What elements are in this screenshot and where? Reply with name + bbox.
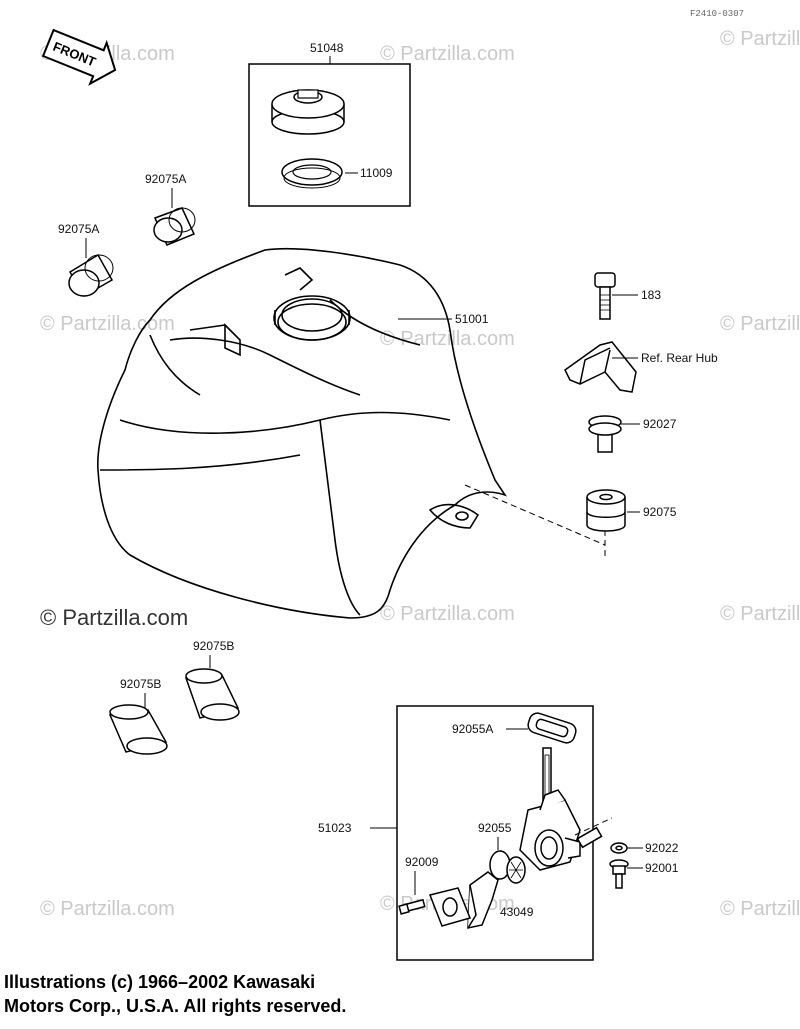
watermark: © Partzilla.com: [40, 898, 175, 920]
front-arrow-icon: FRONT: [41, 28, 117, 86]
part-label-92075a-top: 92075A: [145, 172, 186, 186]
part-label-183: 183: [641, 288, 661, 302]
rubber-tube-icon: [184, 668, 240, 721]
watermark: © Partzilla.com: [40, 313, 175, 335]
copyright-line-1: Illustrations (c) 1966–2002 Kawasaki: [4, 972, 316, 992]
part-label-51048: 51048: [310, 41, 344, 55]
watermark: © Partzilla.com: [720, 28, 800, 50]
watermark: © Partzilla.com: [380, 43, 515, 65]
rubber-damper-icon: [153, 207, 196, 246]
bolt-icon: [594, 272, 616, 320]
filter-icon: [506, 856, 526, 884]
rubber-tube-icon: [108, 704, 168, 755]
part-label-ref-rear-hub: Ref. Rear Hub: [641, 351, 718, 365]
watermarks: © Partzilla.com © Partzilla.com © Partzi…: [40, 28, 800, 920]
fuel-cap-group: 51048 11009: [248, 41, 411, 207]
collar-icon: [588, 415, 622, 453]
fuel-valve-icon: [519, 747, 603, 871]
screw-icon: [398, 898, 426, 915]
washer-icon: [610, 842, 628, 854]
part-label-43049: 43049: [500, 905, 534, 919]
part-label-11009: 11009: [360, 166, 393, 180]
fuel-tank-icon: [97, 247, 507, 619]
mount-hardware-group: 183 Ref. Rear Hub 92027 92075: [564, 272, 718, 532]
watermark-primary: © Partzilla.com: [40, 605, 188, 630]
fuel-cap-icon: [271, 89, 345, 135]
part-label-92009: 92009: [405, 855, 439, 869]
part-label-51023: 51023: [318, 821, 352, 835]
watermark: © Partzilla.com: [720, 313, 800, 335]
watermark: © Partzilla.com: [380, 603, 515, 625]
bolt-icon: [609, 859, 629, 889]
rubber-damper-icon: [586, 489, 626, 532]
cap-gasket-icon: [281, 158, 343, 189]
damper-b-group: 92075B 92075B: [108, 639, 240, 755]
rear-hub-bracket-icon: [564, 341, 637, 393]
cock-gasket-icon: [527, 712, 577, 744]
part-label-92027: 92027: [643, 417, 677, 431]
damper-a-group: 92075A 92075A: [58, 172, 196, 298]
part-label-92001: 92001: [645, 861, 679, 875]
part-label-92075b-left: 92075B: [120, 677, 161, 691]
part-label-51001: 51001: [455, 312, 489, 326]
part-label-92075a-left: 92075A: [58, 222, 99, 236]
part-label-92075b-right: 92075B: [193, 639, 234, 653]
watermark: © Partzilla.com: [720, 603, 800, 625]
copyright-line-2: Motors Corp., U.S.A. All rights reserved…: [4, 996, 347, 1016]
part-label-92055: 92055: [478, 821, 512, 835]
washer-bolt-group: 92022 92001: [574, 817, 679, 889]
watermark: © Partzilla.com: [720, 898, 800, 920]
cover-plate-icon: [428, 887, 472, 927]
drawing-code: F2410-0307: [690, 9, 744, 19]
part-label-92055a: 92055A: [452, 722, 493, 736]
fuel-cock-group: 51023 92055A 92055 43049: [318, 705, 603, 961]
part-label-92075: 92075: [643, 505, 677, 519]
rubber-damper-icon: [68, 253, 114, 298]
watermark: © Partzilla.com: [380, 328, 515, 350]
part-label-92022: 92022: [645, 841, 679, 855]
copyright-footer: Illustrations (c) 1966–2002 Kawasaki Mot…: [4, 970, 346, 1018]
